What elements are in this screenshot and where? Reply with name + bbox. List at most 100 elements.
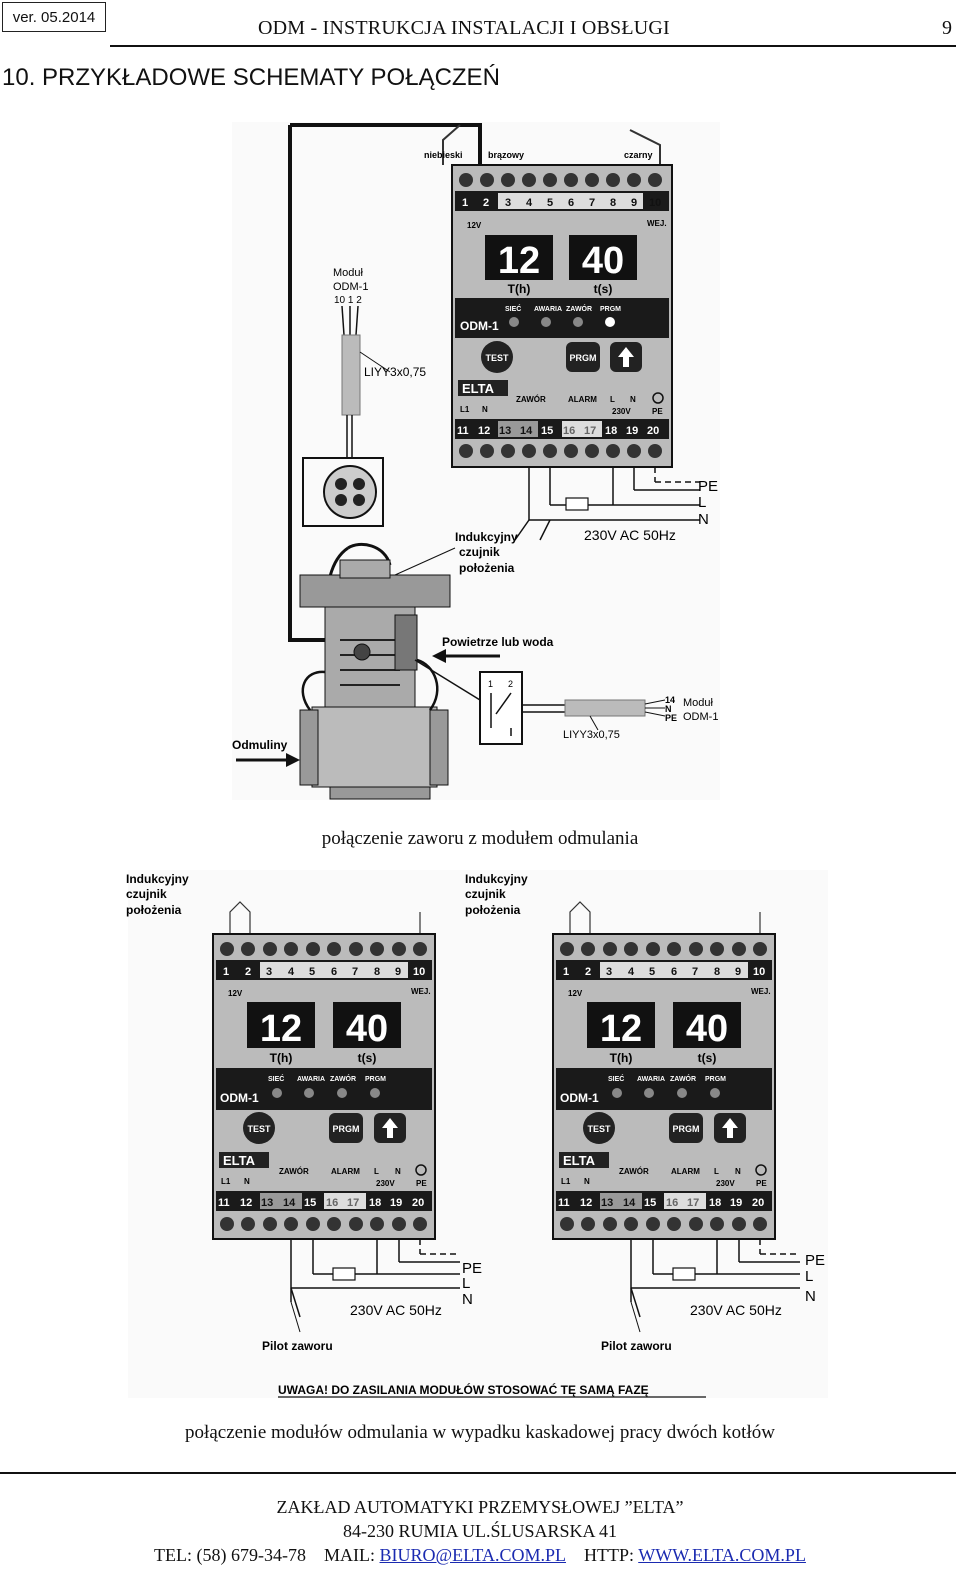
left-n2: N <box>395 1167 401 1176</box>
sensor-plug-icon <box>323 465 377 519</box>
fuse-icon <box>565 497 589 511</box>
bottom-label-230v: 230V <box>612 407 631 416</box>
footer-mail-link[interactable]: BIURO@ELTA.COM.PL <box>379 1545 567 1565</box>
valve-connection-diagram: niebieski brązowy czarny 1 2 3 4 5 6 7 8… <box>232 122 720 800</box>
right-terminal-14: 14 <box>623 1197 636 1209</box>
right-test-button: TEST <box>587 1124 611 1134</box>
svg-text:3: 3 <box>505 197 511 209</box>
terminal-14: 14 <box>520 425 533 437</box>
right-led-prgm: PRGM <box>705 1076 726 1083</box>
left-terminal-7: 7 <box>352 966 358 978</box>
left-terminal-1: 1 <box>223 966 229 978</box>
terminal-19: 19 <box>626 425 638 437</box>
left-display-hours: 12 <box>260 1008 302 1050</box>
right-12v: 12V <box>568 989 583 998</box>
right-led-awaria: AWARIA <box>637 1076 665 1083</box>
supply-n: N <box>698 511 709 528</box>
voltage-12v-label: 12V <box>467 221 482 230</box>
valve-drawing <box>299 542 451 800</box>
right-supply-pe: PE <box>805 1252 825 1269</box>
left-terminal-20: 20 <box>412 1197 424 1209</box>
right-terminal-19: 19 <box>730 1197 742 1209</box>
right-230v: 230V <box>716 1179 735 1188</box>
footer-mail-label: MAIL: <box>324 1545 376 1565</box>
right-odm-module: 1 2 3 4 5 6 7 8 9 10 12V WEJ. 12 40 T(h)… <box>552 933 776 1240</box>
left-terminal-5: 5 <box>309 966 315 978</box>
right-sensor-line2: czujnik <box>465 887 506 901</box>
svg-text:5: 5 <box>547 197 553 209</box>
ground-icon <box>652 392 664 404</box>
right-n2: N <box>735 1167 741 1176</box>
left-model: ODM-1 <box>220 1091 259 1105</box>
svg-text:6: 6 <box>568 197 574 209</box>
module-connector-pins: 10 1 2 <box>334 295 362 306</box>
model-label: ODM-1 <box>460 319 499 333</box>
left-n: N <box>244 1177 250 1186</box>
left-sensor-line2: czujnik <box>126 887 167 901</box>
left-supply-voltage: 230V AC 50Hz <box>350 1302 442 1318</box>
sensor-label-line2: czujnik <box>459 545 500 559</box>
display-hours-label: T(h) <box>508 282 531 296</box>
right-terminal-6: 6 <box>671 966 677 978</box>
right-pilot-label: Pilot zaworu <box>601 1339 672 1353</box>
terminal-17: 17 <box>584 425 596 437</box>
right-terminal-11: 11 <box>558 1197 570 1209</box>
page-number: 9 <box>942 17 952 39</box>
test-button: TEST <box>485 353 509 363</box>
cable-label-1: LIYY3x0,75 <box>364 365 426 379</box>
pin-pe: PE <box>665 713 677 723</box>
left-terminal-14: 14 <box>283 1197 296 1209</box>
right-supply-n: N <box>805 1288 816 1305</box>
led-label-awaria: AWARIA <box>534 306 562 313</box>
left-terminal-8: 8 <box>374 966 380 978</box>
svg-text:8: 8 <box>610 197 616 209</box>
left-supply-n: N <box>462 1291 473 1308</box>
right-l: L <box>714 1167 719 1176</box>
right-fuse-icon <box>672 1267 696 1281</box>
display-seconds-label: t(s) <box>594 282 613 296</box>
figure1-caption: połączenie zaworu z modułem odmulania <box>321 828 639 849</box>
valve-terminal-box <box>479 671 523 745</box>
terminal-2: 2 <box>483 197 489 209</box>
left-terminal-6: 6 <box>331 966 337 978</box>
right-display-seconds: 40 <box>686 1008 728 1050</box>
left-sensor-line3: położenia <box>126 903 182 917</box>
bottom-screw-row <box>459 444 662 458</box>
left-terminal-3: 3 <box>266 966 272 978</box>
odmuliny-label: Odmuliny <box>232 738 288 752</box>
right-n: N <box>584 1177 590 1186</box>
display-seconds: 40 <box>582 240 624 282</box>
left-test-button: TEST <box>247 1124 271 1134</box>
left-fuse-icon <box>332 1267 356 1281</box>
right-terminal-4: 4 <box>628 966 635 978</box>
right-terminal-5: 5 <box>649 966 655 978</box>
left-terminal-13: 13 <box>261 1197 273 1209</box>
right-supply-voltage: 230V AC 50Hz <box>690 1302 782 1318</box>
module-connector-label: Moduł <box>333 267 364 279</box>
right-sensor-line1: Indukcyjny <box>465 872 528 886</box>
left-display-seconds-label: t(s) <box>358 1051 377 1065</box>
supply-pe: PE <box>698 478 718 495</box>
right-terminal-7: 7 <box>692 966 698 978</box>
supply-voltage: 230V AC 50Hz <box>584 527 676 543</box>
right-led-siec: SIEĆ <box>608 1074 624 1083</box>
right-brand: ELTA <box>563 1153 596 1168</box>
right-l1: L1 <box>561 1177 571 1186</box>
led-label-prgm: PRGM <box>600 306 621 313</box>
right-terminal-20: 20 <box>752 1197 764 1209</box>
left-led-prgm: PRGM <box>365 1076 386 1083</box>
right-terminal-17: 17 <box>687 1197 699 1209</box>
right-terminal-3: 3 <box>606 966 612 978</box>
left-terminal-12: 12 <box>240 1197 252 1209</box>
module2-name: ODM-1 <box>683 711 718 723</box>
right-terminal-13: 13 <box>601 1197 613 1209</box>
right-terminal-10: 10 <box>753 966 765 978</box>
right-sensor-line3: położenia <box>465 903 521 917</box>
left-pe: PE <box>416 1179 427 1188</box>
left-led-zawor: ZAWÓR <box>330 1074 356 1083</box>
left-terminal-16: 16 <box>326 1197 338 1209</box>
terminal-20: 20 <box>647 425 659 437</box>
left-terminal-4: 4 <box>288 966 295 978</box>
footer-www-link[interactable]: WWW.ELTA.COM.PL <box>638 1545 806 1565</box>
left-terminal-10: 10 <box>413 966 425 978</box>
